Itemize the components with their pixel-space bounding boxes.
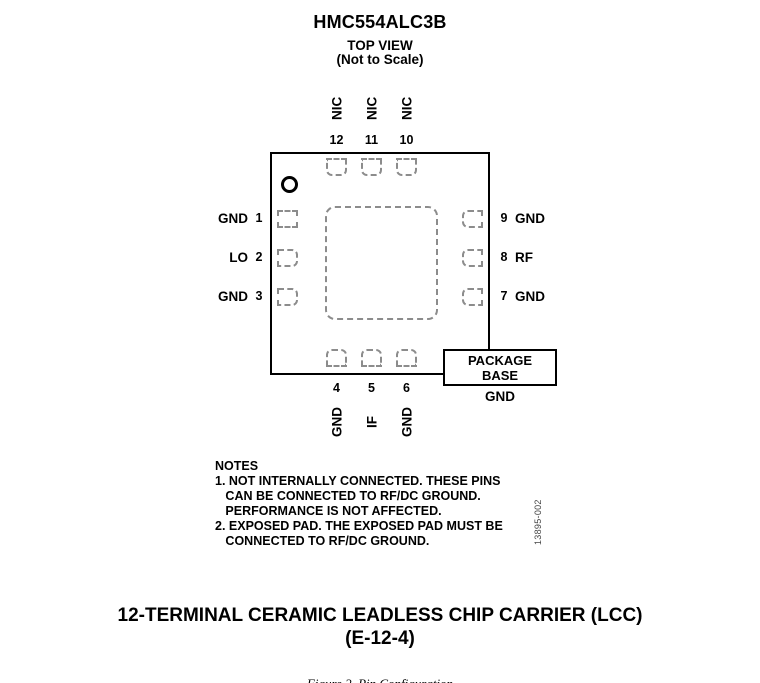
figure-number-code: 13895-002 — [533, 499, 543, 545]
pin-pad-4 — [326, 349, 347, 367]
pin-pad-3 — [277, 288, 298, 306]
exposed-pad — [325, 206, 438, 320]
pin-number-8: 8 — [500, 250, 508, 264]
pin-label-4: GND — [329, 407, 345, 437]
notes-heading: NOTES — [215, 459, 259, 473]
pin-label-7: GND — [515, 289, 545, 304]
pin-label-1: GND — [218, 211, 248, 226]
pin-number-2: 2 — [255, 250, 263, 264]
pin-number-9: 9 — [500, 211, 508, 225]
pin-pad-8 — [462, 249, 483, 267]
pin-label-8: RF — [515, 250, 533, 265]
pin-label-11: NIC — [364, 96, 380, 120]
figure-caption-partial: Figure 2. Pin Configuration — [0, 676, 760, 683]
pin-label-5: IF — [364, 416, 380, 428]
pin-number-12: 12 — [329, 133, 344, 147]
pin-number-11: 11 — [364, 133, 379, 147]
pin-pad-12 — [326, 158, 347, 176]
pin-pad-6 — [396, 349, 417, 367]
pin-pad-11 — [361, 158, 382, 176]
pin-number-10: 10 — [399, 133, 414, 147]
top-view-label: TOP VIEW — [347, 38, 413, 53]
package-code-caption: (E-12-4) — [345, 628, 415, 649]
notes-body: 1. NOT INTERNALLY CONNECTED. THESE PINS … — [215, 474, 503, 548]
package-outline — [270, 152, 490, 375]
pin-pad-7 — [462, 288, 483, 306]
package-base-label-line2: BASE — [481, 368, 519, 383]
pin-pad-9 — [462, 210, 483, 228]
pin-number-6: 6 — [403, 381, 410, 395]
pin-label-2: LO — [229, 250, 248, 265]
pin-number-1: 1 — [255, 211, 263, 225]
package-description-caption: 12-TERMINAL CERAMIC LEADLESS CHIP CARRIE… — [117, 605, 643, 626]
pin-label-10: NIC — [399, 96, 415, 120]
pin-pad-2 — [277, 249, 298, 267]
pin-number-7: 7 — [500, 289, 508, 303]
pin-label-12: NIC — [329, 96, 345, 120]
pin-label-3: GND — [218, 289, 248, 304]
package-base-box: PACKAGE BASE — [443, 349, 557, 386]
pin-1-indicator-icon — [281, 176, 298, 193]
pin-number-4: 4 — [333, 381, 340, 395]
pin-pad-10 — [396, 158, 417, 176]
part-number-title: HMC554ALC3B — [313, 12, 447, 32]
pin-pad-5 — [361, 349, 382, 367]
pin-label-9: GND — [515, 211, 545, 226]
pin-pad-1 — [277, 210, 298, 228]
pin-label-6: GND — [399, 407, 415, 437]
pin-number-3: 3 — [255, 289, 263, 303]
pin-number-5: 5 — [368, 381, 375, 395]
package-base-gnd-label: GND — [485, 389, 515, 404]
package-base-label-line1: PACKAGE — [467, 353, 533, 368]
not-to-scale-label: (Not to Scale) — [336, 52, 424, 67]
